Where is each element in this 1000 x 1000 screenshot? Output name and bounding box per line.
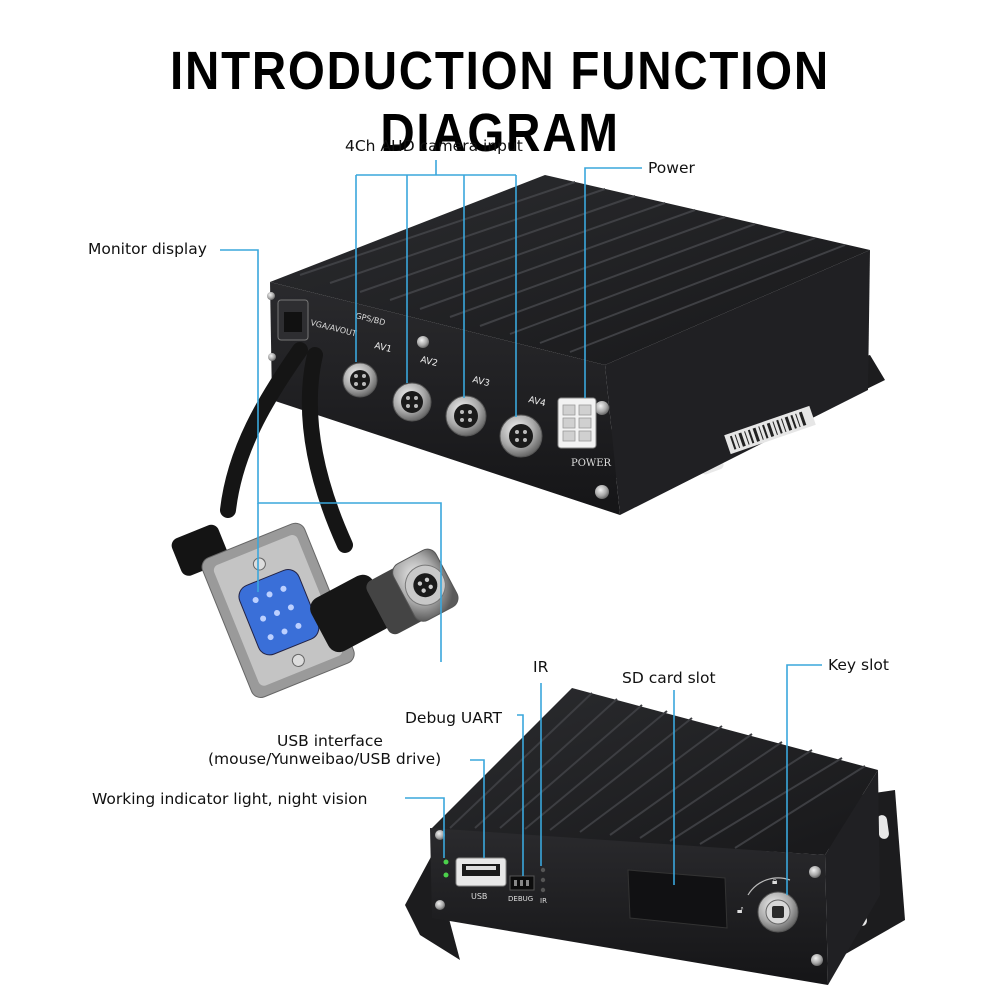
panel-label-usb: USB [471, 892, 487, 901]
indicator-led-icon [443, 859, 449, 865]
screw-icon [595, 401, 609, 415]
callout-camera-input: 4Ch AHD camera input [345, 137, 523, 155]
device-top-face [270, 175, 870, 365]
panel-label-av4: AV4 [527, 395, 547, 409]
av3-connector [445, 395, 487, 437]
dvr-front-device: USB DEBUG IR 🔓︎ 🔒︎ [405, 688, 905, 985]
callout-monitor-display: Monitor display [88, 240, 207, 258]
callout-line-usb [470, 759, 485, 858]
callout-usb-interface-detail: (mouse/Yunweibao/USB drive) [208, 750, 442, 768]
callout-power: Power [648, 159, 695, 177]
callout-debug-uart: Debug UART [405, 709, 502, 727]
av1-connector [342, 362, 378, 398]
callout-line-debug [517, 714, 524, 876]
av4-connector [499, 414, 543, 458]
callout-ir: IR [533, 658, 549, 676]
device-front-panel [430, 828, 828, 985]
unlock-icon: 🔓︎ [737, 905, 744, 916]
panel-label-av1: AV1 [373, 341, 392, 355]
lock-icon: 🔒︎ [772, 876, 777, 887]
avout-connector [310, 548, 459, 653]
video-output-cable [171, 342, 459, 698]
panel-label-av2: AV2 [419, 355, 438, 369]
debug-uart-port [509, 875, 535, 891]
panel-label-av3: AV3 [471, 375, 490, 389]
key-lock: 🔓︎ 🔒︎ [737, 876, 799, 933]
vga-connector [171, 522, 355, 698]
device-rear-panel [270, 282, 620, 515]
power-connector [557, 397, 597, 449]
callout-key-slot: Key slot [828, 656, 889, 674]
callout-lines [220, 160, 822, 895]
callout-line-key [786, 664, 822, 895]
callout-line-power [584, 167, 642, 398]
panel-label-power: POWER [571, 458, 612, 469]
usb-port [455, 857, 507, 887]
device-side-face [605, 250, 870, 515]
device-top-face [430, 688, 878, 855]
callout-usb-interface: USB interface [277, 732, 383, 750]
page-title: INTRODUCTION FUNCTION DIAGRAM [170, 41, 830, 163]
panel-label-debug: DEBUG [508, 895, 533, 903]
indicator-led-icon [443, 872, 449, 878]
dvr-rear-device: VGA/AVOUT GPS/BD AV1 AV2 AV3 AV4 POWER [267, 175, 885, 515]
sd-card-slot-cover [627, 869, 728, 929]
callout-line-indicator [405, 797, 445, 858]
callout-working-indicator: Working indicator light, night vision [92, 790, 368, 808]
callout-sd-card-slot: SD card slot [622, 669, 716, 687]
panel-label-ir: IR [540, 897, 547, 905]
av2-connector [392, 382, 432, 422]
screw-icon [595, 485, 609, 499]
screw-icon [417, 336, 429, 348]
